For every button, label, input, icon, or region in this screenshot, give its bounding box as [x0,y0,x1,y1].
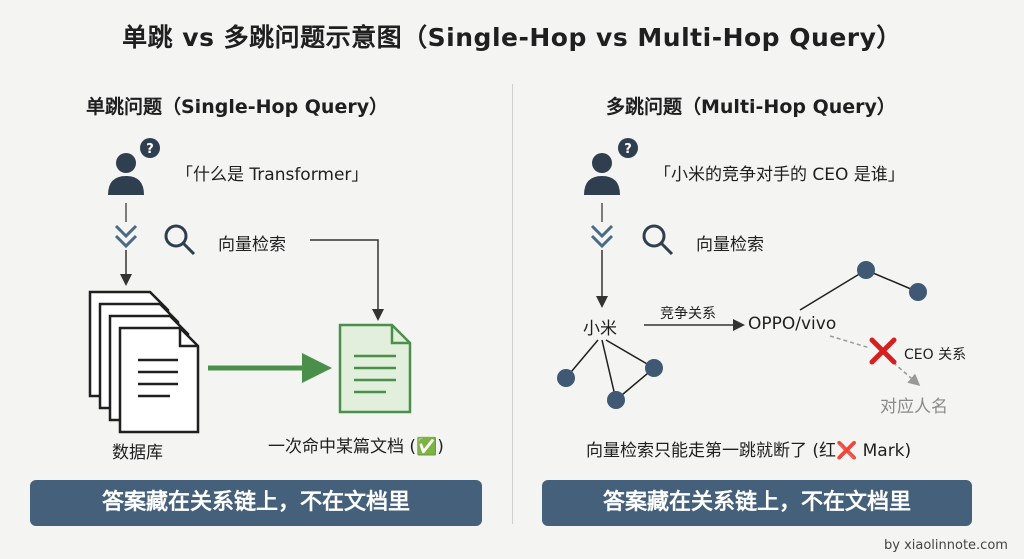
credit-text: by xiaolinnote.com [884,538,1008,553]
oppo-graph [799,269,919,311]
node-person: 对应人名 [880,397,948,417]
search-icon-left [164,224,196,256]
svg-text:?: ? [624,142,632,157]
left-query: 「什么是 Transformer」 [176,165,369,185]
chevron-down-icon-right [590,203,614,249]
hit-label: 一次命中某篇文档 (✅) [268,437,444,457]
right-heading: 多跳问题（Multi-Hop Query） [606,96,896,118]
svg-text:?: ? [146,142,154,157]
user-question-icon-left: ? [108,138,160,195]
node-xiaomi: 小米 [583,319,617,339]
node-oppo: OPPO/vivo [748,314,837,334]
xiaomi-graph [565,339,655,401]
red-x-icon [869,337,897,365]
broken-chain-label: 向量检索只能走第一跳就断了 (红❌ Mark) [586,441,912,461]
left-retrieval-label: 向量检索 [218,235,286,255]
right-retrieval-label: 向量检索 [696,235,764,255]
page-title: 单跳 vs 多跳问题示意图（Single-Hop vs Multi-Hop Qu… [122,23,902,52]
right-banner: 答案藏在关系链上，不在文档里 [542,480,972,526]
left-heading: 单跳问题（Single-Hop Query） [86,96,389,118]
graph-nodes-right [857,261,927,301]
matched-document-icon [338,323,412,414]
right-query: 「小米的竞争对手的 CEO 是谁」 [654,165,905,185]
graph-nodes-left [557,359,663,409]
user-question-icon-right: ? [584,138,638,195]
search-icon-right [642,224,674,256]
database-label: 数据库 [112,443,163,463]
edge-compete-label: 竞争关系 [660,306,716,322]
left-banner: 答案藏在关系链上，不在文档里 [30,480,482,526]
edge-ceo-label: CEO 关系 [904,347,967,363]
chevron-down-icon-left [114,203,138,249]
database-documents-icon [88,290,200,434]
center-divider [512,84,513,524]
